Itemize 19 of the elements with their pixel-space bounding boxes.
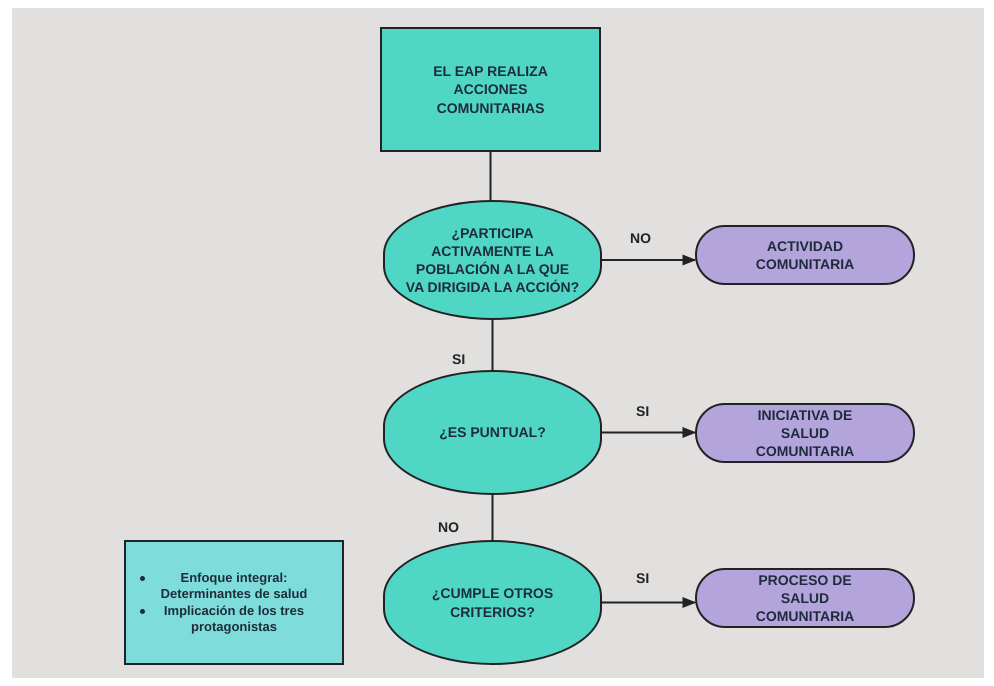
- node-text: ¿CUMPLE OTROS CRITERIOS?: [430, 584, 554, 621]
- bullet-text: Implicación de los tres protagonistas: [138, 602, 310, 635]
- node-text: ¿PARTICIPA ACTIVAMENTE LA POBLACIÓN A LA QUE VA DIRIGIDA LA ACCIÓN?: [405, 224, 580, 296]
- node-text: PROCESO DE SALUD COMUNITARIA: [754, 570, 856, 626]
- edge-label: SI: [452, 350, 466, 369]
- process-box: [380, 27, 601, 152]
- bullet-text: Enfoque integral: Determinantes de salud: [138, 570, 310, 602]
- edge-label: NO: [630, 229, 651, 248]
- connector-arrow: [602, 254, 696, 266]
- connector-arrow: [602, 596, 696, 608]
- node-text: EL EAP REALIZA ACCIONES COMUNITARIAS: [432, 62, 549, 117]
- node-text: INICIATIVA DE SALUD COMUNITARIA: [754, 406, 856, 460]
- node-text: ¿ES PUNTUAL?: [439, 423, 546, 442]
- edge-label: NO: [438, 518, 459, 537]
- edge-label: SI: [636, 569, 650, 588]
- note-box: [124, 540, 344, 665]
- connector-arrow: [602, 426, 696, 438]
- node-text: ACTIVIDAD COMUNITARIA: [754, 236, 856, 274]
- edge-label: SI: [636, 402, 650, 421]
